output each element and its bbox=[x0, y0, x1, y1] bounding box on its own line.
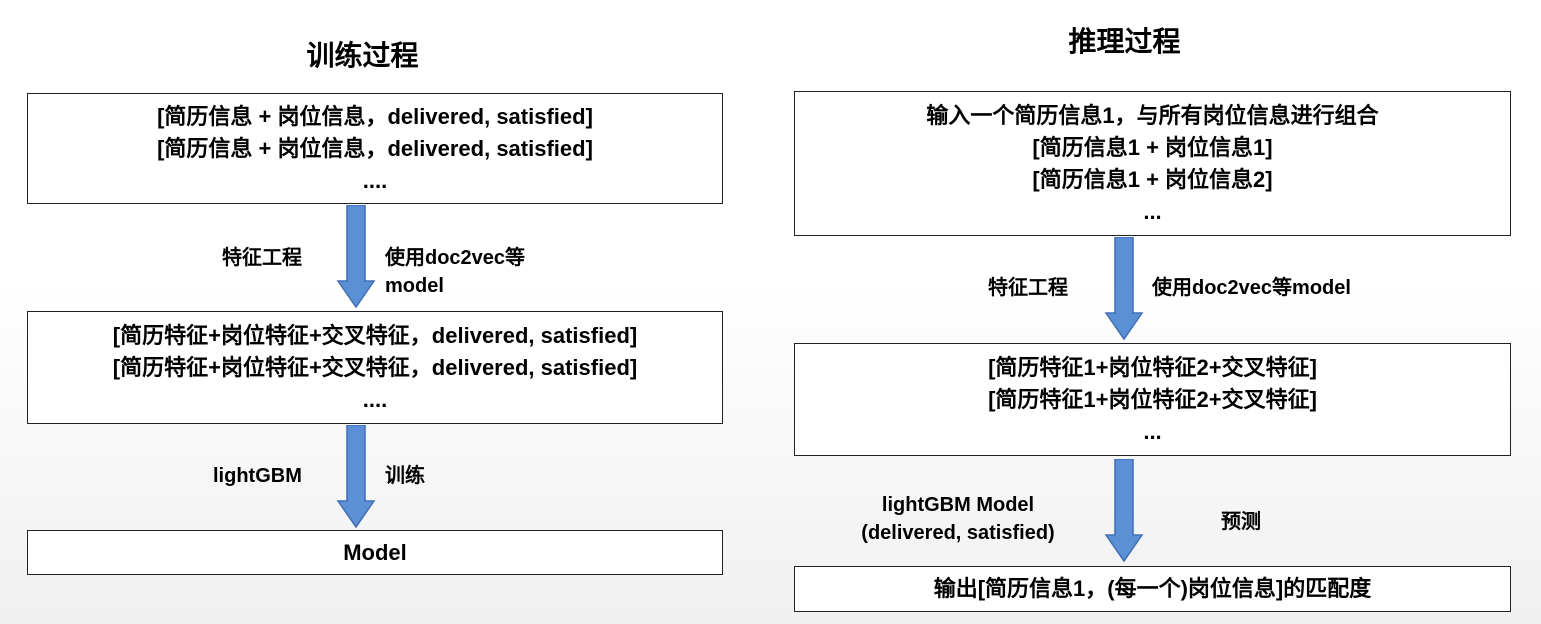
down-arrow-icon bbox=[336, 205, 376, 309]
output-box: 输出[简历信息1，(每一个)岗位信息]的匹配度 bbox=[794, 566, 1511, 612]
prediction-label: 预测 bbox=[1221, 511, 1261, 533]
inference-process-title: 推理过程 bbox=[1068, 26, 1181, 57]
inference-input-line: [简历信息1 + 岗位信息1] bbox=[1032, 134, 1273, 160]
inference-features-line: [简历特征1+岗位特征2+交叉特征] bbox=[988, 354, 1317, 380]
inference-input-box: 输入一个简历信息1，与所有岗位信息进行组合 [简历信息1 + 岗位信息1] [简… bbox=[794, 91, 1511, 236]
inference-input-line: ... bbox=[1143, 198, 1162, 224]
lightgbm-model-label-line: (delivered, satisfied) bbox=[861, 522, 1055, 544]
model-box: Model bbox=[27, 530, 723, 575]
training-input-line: [简历信息 + 岗位信息，delivered, satisfied] bbox=[157, 103, 593, 129]
training-features-box: [简历特征+岗位特征+交叉特征，delivered, satisfied] [简… bbox=[27, 311, 723, 424]
inference-features-line: ... bbox=[1143, 418, 1162, 444]
inference-features-line: [简历特征1+岗位特征2+交叉特征] bbox=[988, 386, 1317, 412]
training-process-title: 训练过程 bbox=[306, 40, 419, 71]
feature-engineering-label: 特征工程 bbox=[222, 247, 302, 269]
doc2vec-model-label-line: 使用doc2vec等 bbox=[385, 247, 526, 269]
training-label: 训练 bbox=[385, 465, 425, 487]
doc2vec-model-label: 使用doc2vec等 model bbox=[385, 244, 525, 300]
doc2vec-model-label: 使用doc2vec等model bbox=[1152, 277, 1351, 299]
inference-input-line: 输入一个简历信息1，与所有岗位信息进行组合 bbox=[926, 102, 1379, 128]
training-features-line: [简历特征+岗位特征+交叉特征，delivered, satisfied] bbox=[112, 354, 638, 380]
down-arrow-icon bbox=[336, 425, 376, 529]
inference-input-line: [简历信息1 + 岗位信息2] bbox=[1032, 166, 1273, 192]
lightgbm-model-label: lightGBM Model (delivered, satisfied) bbox=[838, 491, 1078, 547]
training-features-line: [简历特征+岗位特征+交叉特征，delivered, satisfied] bbox=[112, 322, 638, 348]
output-box-text: 输出[简历信息1，(每一个)岗位信息]的匹配度 bbox=[933, 576, 1372, 601]
training-input-box: [简历信息 + 岗位信息，delivered, satisfied] [简历信息… bbox=[27, 93, 723, 204]
model-box-text: Model bbox=[343, 539, 407, 565]
lightgbm-label: lightGBM bbox=[213, 465, 302, 487]
lightgbm-model-label-line: lightGBM Model bbox=[881, 494, 1035, 516]
training-features-line: .... bbox=[362, 386, 388, 412]
down-arrow-icon bbox=[1104, 459, 1144, 563]
training-input-line: .... bbox=[362, 167, 388, 193]
inference-features-box: [简历特征1+岗位特征2+交叉特征] [简历特征1+岗位特征2+交叉特征] ..… bbox=[794, 343, 1511, 456]
feature-engineering-label: 特征工程 bbox=[988, 277, 1068, 299]
training-input-line: [简历信息 + 岗位信息，delivered, satisfied] bbox=[157, 135, 593, 161]
doc2vec-model-label-line: model bbox=[385, 275, 444, 297]
down-arrow-icon bbox=[1104, 237, 1144, 341]
